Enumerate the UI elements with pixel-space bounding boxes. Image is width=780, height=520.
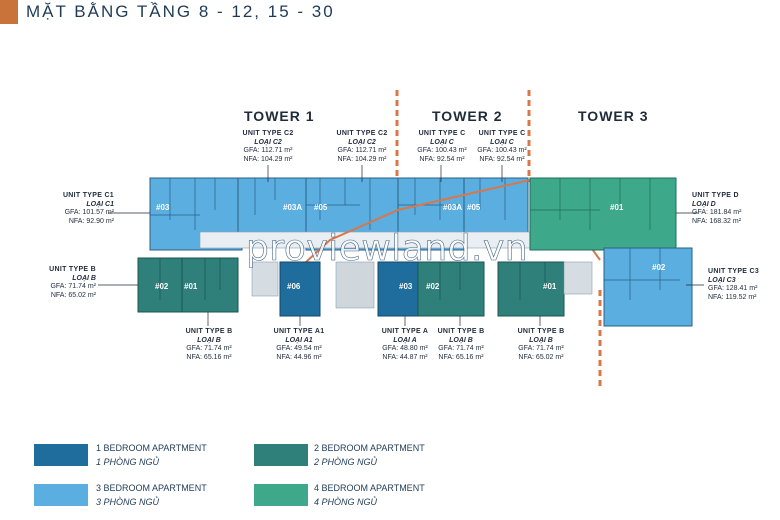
unit-number: #02 <box>652 263 666 272</box>
leader-lines <box>98 165 704 326</box>
unit-block-t1-01 <box>181 257 239 313</box>
unit-number: #05 <box>314 203 328 212</box>
tower-1-label: TOWER 1 <box>244 108 315 124</box>
unit-number: #03A <box>443 203 463 212</box>
legend-swatch-3-bedroom <box>34 484 88 506</box>
unit-block-t2-01 <box>497 261 565 317</box>
lower-interior-walls <box>159 258 546 300</box>
page-title: MẶT BẰNG TẦNG 8 - 12, 15 - 30 <box>26 2 335 21</box>
unit-number: #03A <box>283 203 303 212</box>
unit-number: #06 <box>287 282 301 291</box>
unit-block-t2-02 <box>417 261 485 317</box>
tower-2-label: TOWER 2 <box>432 108 503 124</box>
service-core-right <box>563 261 593 295</box>
tower-3-label: TOWER 3 <box>578 108 649 124</box>
header-accent-bar <box>0 0 18 24</box>
unit-number: #03 <box>156 203 170 212</box>
unit-number: #01 <box>543 282 557 291</box>
unit-number: #05 <box>467 203 481 212</box>
legend-swatch-1-bedroom <box>34 444 88 466</box>
unit-number: #01 <box>610 203 624 212</box>
legend-swatch-4-bedroom <box>254 484 308 506</box>
unit-block-t3-02 <box>603 247 693 327</box>
unit-block-t3-01 <box>529 177 677 251</box>
watermark: proviewland.vn <box>246 228 529 270</box>
unit-number: #02 <box>426 282 440 291</box>
unit-number: #01 <box>184 282 198 291</box>
unit-number: #02 <box>155 282 169 291</box>
unit-number: #03 <box>399 282 413 291</box>
service-core-mid <box>335 261 375 309</box>
interior-walls <box>150 178 506 230</box>
service-core-left <box>251 261 279 297</box>
legend-swatch-2-bedroom <box>254 444 308 466</box>
unit-block-t1-06 <box>279 261 321 317</box>
